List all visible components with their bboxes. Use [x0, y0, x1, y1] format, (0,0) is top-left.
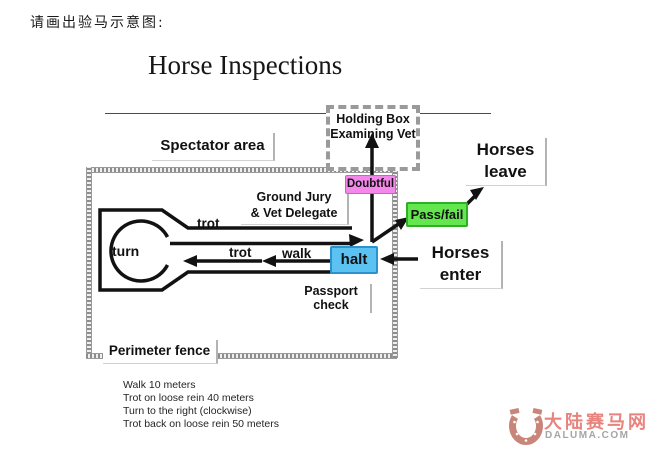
arrowhead-holding-icon: [365, 133, 379, 148]
horses-enter-line2: enter: [439, 265, 482, 284]
ground-jury-line2: & Vet Delegate: [250, 206, 338, 220]
doubtful-box: Doubtful: [345, 175, 396, 194]
track-outline: [98, 208, 352, 292]
horses-leave-line1: Horses: [476, 140, 535, 159]
arrowhead-return-icon: [349, 234, 364, 247]
horses-enter-label: Horses enter: [420, 241, 503, 289]
holding-box-label-line1: Holding Box: [336, 112, 410, 126]
arrowhead-passfail-icon: [395, 217, 409, 230]
instruction-line: Walk 10 meters: [123, 379, 196, 391]
arrowhead-trot-icon: [183, 255, 197, 267]
trot-lower-label: trot: [229, 245, 252, 260]
instruction-line: Turn to the right (clockwise): [123, 405, 252, 417]
passport-check-line2: check: [313, 298, 349, 312]
horses-leave-line2: leave: [484, 162, 527, 181]
arrowhead-leave-icon: [470, 187, 484, 200]
perimeter-fence-top: [86, 167, 397, 173]
page-title: Horse Inspections: [148, 50, 343, 80]
arrowhead-enter-icon: [380, 253, 394, 265]
perimeter-fence-bottom: [86, 353, 397, 359]
holding-box-label-line2: Examining Vet: [330, 127, 416, 141]
instruction-line: Trot back on loose rein 50 meters: [123, 418, 280, 430]
passport-check-line1: Passport: [304, 284, 358, 298]
horses-leave-label: Horses leave: [466, 138, 547, 186]
turn-label: turn: [112, 243, 140, 259]
horseshoe-icon: [509, 408, 543, 445]
ground-jury-label: Ground Jury & Vet Delegate: [241, 187, 349, 225]
ground-jury-line1: Ground Jury: [256, 190, 332, 204]
walk-label: walk: [282, 246, 312, 261]
instruction-line: Trot on loose rein 40 meters: [123, 392, 254, 404]
inspection-instructions: Walk 10 meters Trot on loose rein 40 met…: [123, 379, 279, 431]
passfail-box: Pass/fail: [406, 202, 468, 227]
passport-check-label: Passport check: [292, 284, 372, 313]
watermark-site-name: 大陆赛马网: [544, 412, 649, 433]
trot-upper-label: trot: [197, 216, 220, 231]
title-underline: [105, 113, 491, 114]
halt-to-passfail-line: [371, 221, 401, 244]
spectator-area-label: Spectator area: [152, 133, 275, 161]
chinese-prompt: 请画出验马示意图:: [30, 15, 165, 31]
turn-circle: [109, 219, 170, 283]
halt-box: halt: [330, 246, 378, 274]
horses-enter-line1: Horses: [431, 243, 490, 262]
watermark-domain: DALUMA.COM: [545, 430, 630, 441]
perimeter-fence-label: Perimeter fence: [103, 340, 218, 364]
arrowhead-walk-icon: [262, 255, 276, 267]
perimeter-fence-left: [86, 167, 92, 358]
